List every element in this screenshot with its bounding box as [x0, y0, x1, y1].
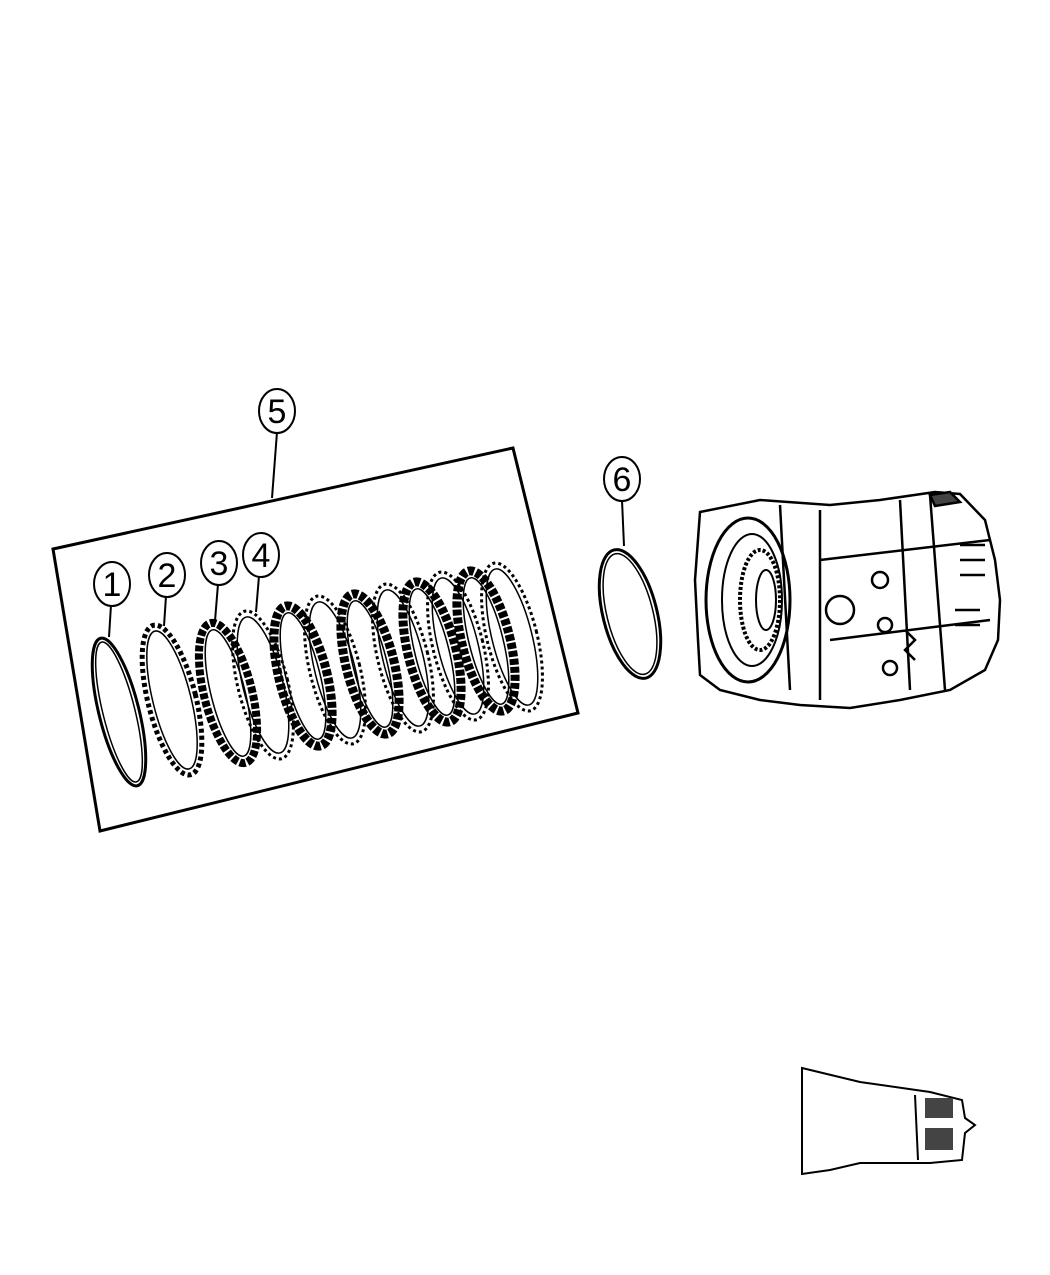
- separate-snap-ring: [597, 548, 663, 680]
- steel-plate: [231, 609, 295, 761]
- clutch-pack-disc: [269, 601, 337, 751]
- callout-5: 5: [258, 388, 296, 434]
- clutch-pack-plate: [303, 594, 367, 746]
- callout-3: 3: [200, 540, 238, 586]
- callout-5-label: 5: [268, 393, 287, 431]
- callout-2: 2: [148, 552, 186, 598]
- clutch-pack-plate: [371, 582, 435, 734]
- clutch-kit-box: [51, 446, 580, 833]
- callout-1-label: 1: [103, 566, 122, 604]
- clutch-pack-plate: [480, 561, 544, 713]
- transmission-assembly: [693, 490, 1002, 710]
- leader-line-1: [108, 604, 112, 638]
- leader-line-4: [255, 575, 260, 613]
- callout-3-label: 3: [210, 545, 229, 583]
- clutch-pack-plate: [426, 570, 490, 722]
- leader-line-3: [214, 583, 219, 622]
- friction-disc: [194, 618, 262, 768]
- callout-6: 6: [603, 456, 641, 502]
- pressure-plate: [139, 622, 205, 778]
- callout-2-label: 2: [158, 557, 177, 595]
- callout-4-label: 4: [252, 537, 271, 575]
- leader-line-6: [621, 499, 625, 547]
- leader-line-5: [271, 431, 278, 499]
- clutch-pack-disc: [398, 577, 466, 727]
- clutch-pack-disc: [336, 589, 404, 739]
- locator-thumbnail: [801, 1066, 977, 1176]
- clutch-pack-disc: [452, 566, 520, 716]
- snap-ring: [90, 636, 148, 788]
- callout-4: 4: [242, 532, 280, 578]
- leader-line-2: [163, 595, 167, 627]
- callout-6-label: 6: [613, 461, 632, 499]
- callout-1: 1: [93, 561, 131, 607]
